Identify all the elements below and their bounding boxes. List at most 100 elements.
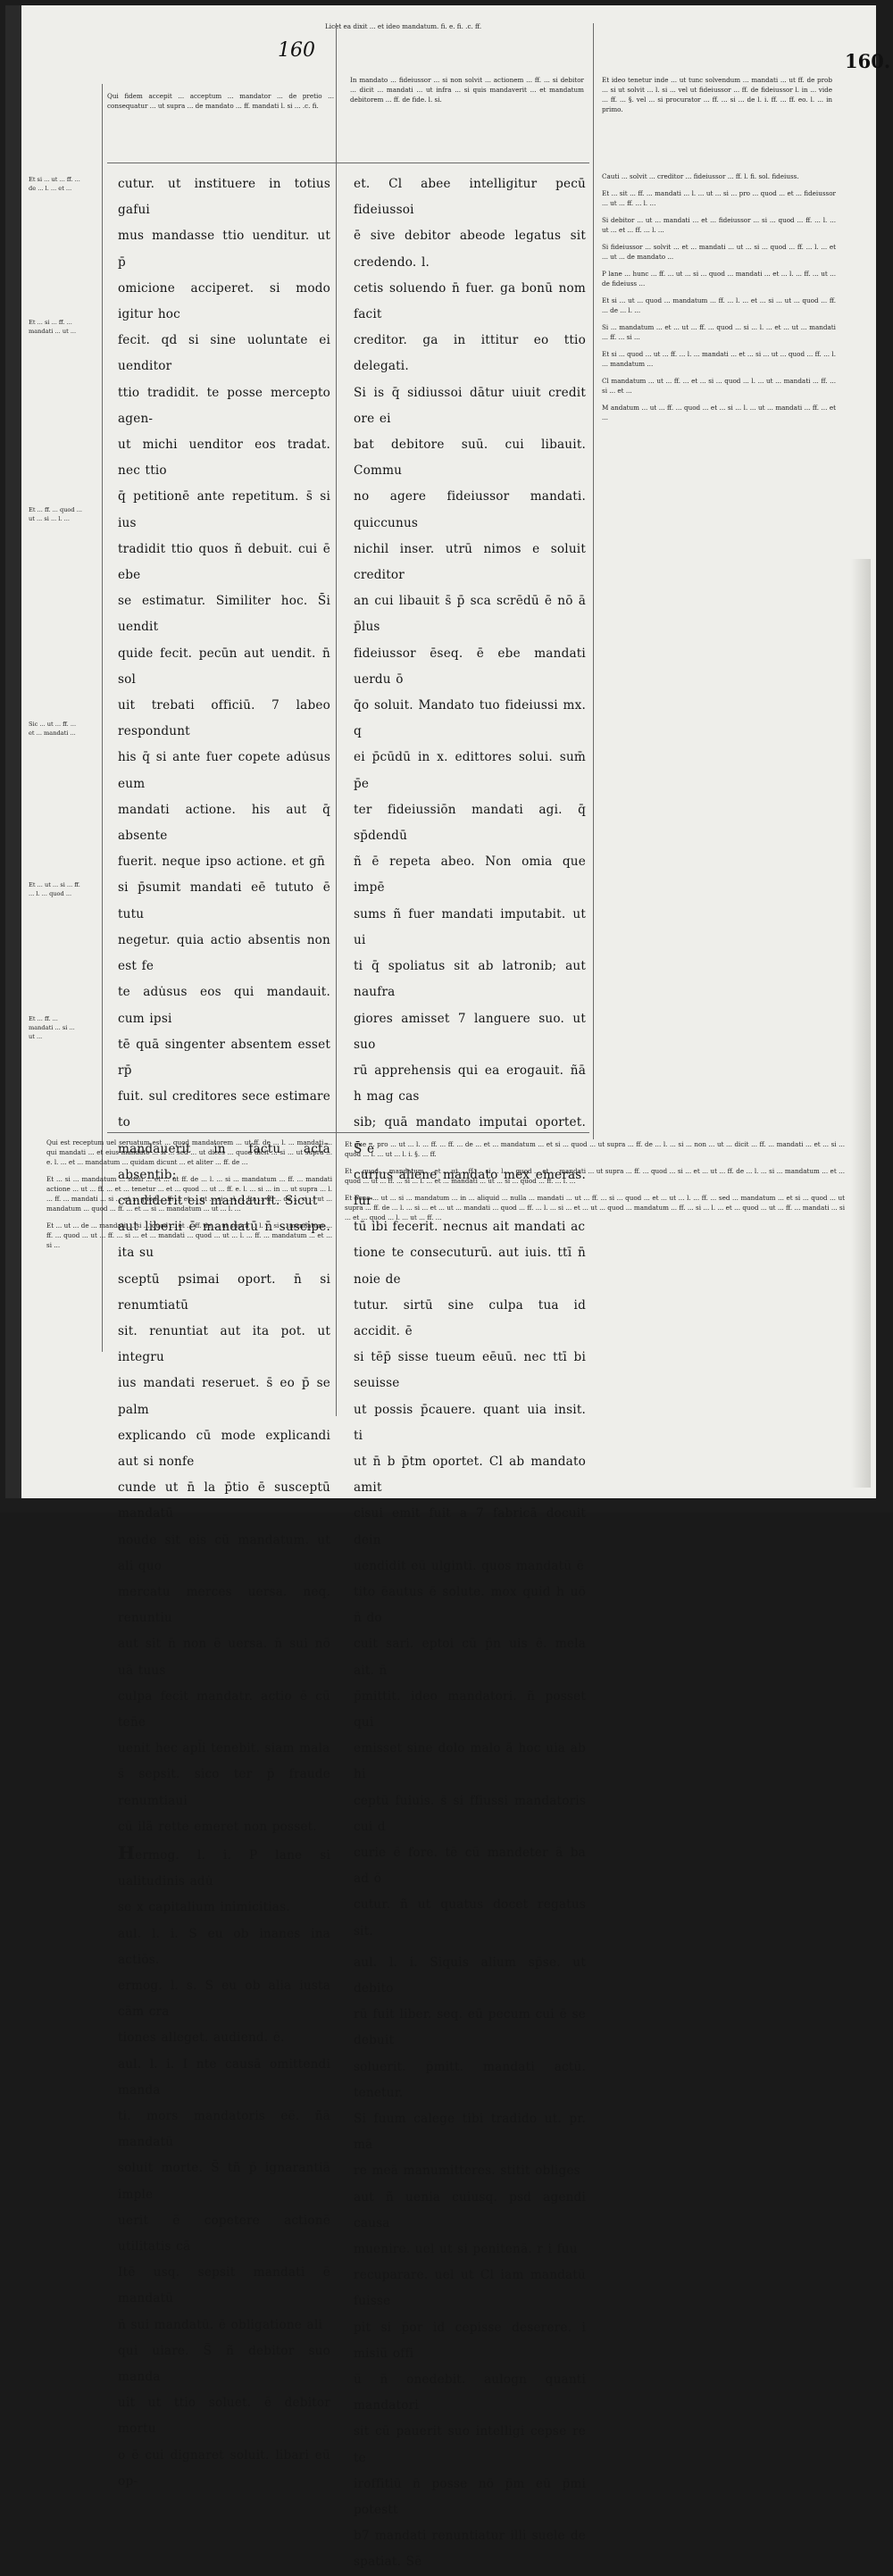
text-line: aut ñ uenia cuiusq. psd agendi causa bbox=[354, 2189, 586, 2230]
text-line: o ē cui dignaret soluit. libari eū op- bbox=[118, 2447, 330, 2488]
bottom-gloss-entry: Qui est receptum uel seruatum est ... qu… bbox=[46, 1138, 332, 1166]
text-line: q̄o soluit. Mandato tuo fideiussi mx. q bbox=[354, 698, 586, 739]
text-line: mandati actione. his aut q̄ absente bbox=[118, 802, 330, 844]
bottom-gloss-entry: Et bona ... ut ... si ... mandatum ... i… bbox=[345, 1194, 845, 1221]
text-line: his q̄ si ante fuer copete adu̇sus eum bbox=[118, 750, 330, 791]
text-line: iroffitiū n̄ posse nō p̄m eū p̄mi potest… bbox=[354, 2476, 586, 2518]
rubric-lines: se x capitalium inimicitias.aul. l. i. S… bbox=[118, 1895, 330, 2051]
left-margin-note: Et ... ut ... si ... ff. ... l. ... quod… bbox=[29, 881, 80, 897]
text-line: sib; quā mandato imputai oportet. S̄ ē bbox=[354, 1115, 586, 1156]
side-gloss-entry: Et si ... quod ... ut ... ff. ... l. ...… bbox=[602, 350, 836, 368]
bottom-gloss-entry: Et ... si ... mandatum ... solui ... et … bbox=[46, 1175, 332, 1213]
text-line: omicione acciperet. si modo igitur hoc bbox=[118, 280, 330, 322]
side-gloss-entry: Et si ... ut ... quod ... mandatum ... f… bbox=[602, 296, 836, 314]
top-gloss-col-b: In mandato ... fideiussor ... si non sol… bbox=[350, 76, 584, 104]
text-line: candiderit eis mandaurit. Sicut bbox=[118, 1193, 318, 1208]
text-line: cisui emit fuit a 7 fabricā docuit dein bbox=[354, 1506, 586, 1547]
text-line: ter fideiussiōn mandati agi. q̄ sp̄dendū bbox=[354, 802, 586, 844]
text-line: ut n̄ b p̄tm oportet. Cl ab mandato amit bbox=[354, 1454, 586, 1496]
text-line: tē quā singenter absentem esset rp̄ bbox=[118, 1037, 330, 1078]
text-line: Si fuum calege tibi tradido ut. pr. mā bbox=[354, 2112, 586, 2153]
manuscript-page-scan: 160 160. Licet ea dixit ... et ideo mand… bbox=[5, 5, 891, 1498]
text-line: fuit. sul creditores sece estimare to bbox=[118, 1089, 330, 1130]
text-line: curie ē fore. tē cū mandeter ā ba ad ō bbox=[354, 1846, 586, 1887]
text-line: rū apprehensis qui ea erogauit. ñā h mag… bbox=[354, 1063, 586, 1105]
text-bottom-rule bbox=[107, 1132, 589, 1133]
side-gloss-entry: Cl mandatum ... ut ... ff. ... et ... si… bbox=[602, 377, 836, 395]
text-line: si p̄sumit mandati eē tututo ē tutu bbox=[118, 880, 330, 921]
top-gloss-col-a: Qui fidem accepit ... acceptum ... manda… bbox=[107, 92, 334, 110]
left-margin-note: Sic ... ut ... ff. ... et ... mandati ..… bbox=[29, 721, 77, 737]
text-line: si tēp̄ sisse tueum eēuū. nec ttī bi seu… bbox=[354, 1350, 586, 1391]
text-line: uit trebati officiū. 7 labeo respondunt bbox=[118, 698, 330, 739]
text-line: negetur. quia actio absentis non est fe bbox=[118, 932, 330, 974]
page-edge-shadow bbox=[851, 559, 871, 1488]
text-line: creditor. ga in ittitur eo ttio delegati… bbox=[354, 333, 586, 374]
text-line: cutur. ñ ut quatus docet regatus sit. bbox=[354, 1897, 586, 1938]
text-line: bat debitore suū. cui libauit. Commu bbox=[354, 438, 586, 479]
side-gloss-entry: P lane ... hunc ... ff. ... ut ... si ..… bbox=[602, 270, 836, 288]
text-line: sit cū pauerit suo intelligi cepse re te bbox=[354, 2424, 586, 2465]
text-column-b-lines: et. Cl abee intelligitur pecū fideiussoi… bbox=[354, 171, 586, 1945]
text-line: cuit sari. eptoi cū p̄n uis ē. mela ait.… bbox=[354, 1637, 586, 1678]
text-line: p̄mittit. ideo mandatori. ñ posset qui bbox=[354, 1688, 586, 1730]
text-line: explicando cū mode explicandi aut si non… bbox=[118, 1428, 330, 1469]
text-line: soluerit. p̄mitt. mandati actū. tenetur. bbox=[354, 2059, 586, 2100]
left-margin-note: Et si ... ut ... ff. ... de ... l. ... e… bbox=[29, 176, 80, 192]
text-line: ē sive debitor abeode legatus sit creden… bbox=[354, 229, 586, 270]
text-line: ti. mors mandatoris eē. ñā mandatū bbox=[118, 2109, 330, 2150]
text-line: giores amisset 7 languere suo. ut suo bbox=[354, 1011, 586, 1052]
text-line: uit ut ttio soluet. ē debitor mortu bbox=[118, 2396, 330, 2437]
side-gloss-column: Cauti ... solvit ... creditor ... fideiu… bbox=[602, 171, 836, 1127]
text-line: n̄ sui mandatū. ē obligatione ali bbox=[118, 2317, 322, 2332]
text-line: ut michi uenditor eos tradat. nec ttio bbox=[118, 438, 330, 479]
text-line: uenit hec apl̄i tenebit. siam mala bbox=[118, 1741, 330, 1756]
text-line: noude sit eis cū mandatum. ut ali quo bbox=[118, 1532, 330, 1573]
text-line: fecit. qd si sine uoluntate ei uenditor bbox=[118, 333, 330, 374]
text-line: mandauerit in factu actā absentib; bbox=[118, 1141, 330, 1182]
text-line: mercatu merces uersa. neq. renuntiu bbox=[118, 1584, 330, 1626]
text-line: ū n̄ onedebit. aulogn quanti mandatori bbox=[354, 2372, 586, 2413]
text-line: fideiussor ēseq. ē ebe mandati uerdu ō bbox=[354, 646, 586, 687]
text-line: tito ēautus ē solute. mox quid h uō n̄ d… bbox=[354, 1584, 586, 1626]
left-margin-note: Et ... si ... ff. ... mandati ... ut ... bbox=[29, 319, 77, 335]
side-gloss-entry: Et ... sit ... ff. ... mandati ... l. ..… bbox=[602, 189, 836, 207]
text-line: uendidit eū ulgintī. quos mandatū ē bbox=[354, 1558, 584, 1573]
text-line: se estimatur. Similiter hoc. S̄i uendit bbox=[118, 594, 330, 635]
text-line: culpa fecit mandatr. actio ē cū ten̄e bbox=[118, 1688, 330, 1730]
rubric-line: ermog. l. s. S eu ob alia iusta cām cra bbox=[118, 1979, 330, 2020]
text-line: ius mandati reseruet. s̄ eo p̄ se palm bbox=[118, 1376, 330, 1417]
column-rule-b-right bbox=[593, 23, 594, 1139]
column-rule-a-right bbox=[336, 23, 337, 1416]
top-gloss-header: Licet ea dixit ... et ideo mandatum. fi.… bbox=[325, 22, 482, 30]
column-rule-a-left bbox=[102, 84, 103, 1352]
text-line: quide fecit. pecūn aut uendit. n̄ sol bbox=[118, 646, 330, 687]
rubric-line: tiones alleget. audiend. ē. bbox=[118, 2030, 285, 2046]
text-line: uerit ē copetere actionē utilitatis cā bbox=[118, 2213, 330, 2255]
text-line: cū ilā rette emeret non posset. bbox=[118, 1819, 317, 1834]
text-line: ut possis p̄cauere. quant uia insit. ti bbox=[354, 1402, 586, 1443]
text-line: curius aliene mandato mex emeras. fur bbox=[354, 1167, 586, 1208]
bottom-gloss-entry: Et ... quod ... mandatum ... et ... ut .… bbox=[345, 1167, 845, 1185]
bottom-gloss-col-a: Qui est receptum uel seruatum est ... qu… bbox=[46, 1138, 332, 1477]
text-line: qui uiare. S̄ ñ debitor suo manda bbox=[118, 2343, 330, 2385]
paulus-section-b: aul. l. i. Siquis alium sp̄se. ut debito… bbox=[354, 1950, 586, 2576]
text-line: Si is q̄ sidiussoi dātur uiuit credit or… bbox=[354, 385, 586, 426]
text-line: cetis soluendo n̄ fuer. ga bonū nom faci… bbox=[354, 280, 586, 322]
text-line: ti q̄ spoliatus sit ab latronib; aut nau… bbox=[354, 959, 586, 1000]
text-line: muenire. uel ut si penitenā. r i fuu bbox=[354, 2242, 578, 2257]
text-line: sit. renuntiat aut ita pot. ut integru bbox=[118, 1323, 330, 1365]
top-gloss-col-c: Et ideo tenetur inde ... ut tunc solvend… bbox=[602, 76, 832, 113]
bottom-gloss-entry: Et ... ut ... de ... mandati ... si ... … bbox=[46, 1221, 332, 1249]
side-gloss-entry: Si ... mandatum ... et ... ut ... ff. ..… bbox=[602, 323, 836, 341]
text-line: recuparare. uel ut Cl iam mandatū fuisse bbox=[354, 2268, 586, 2309]
text-line: aut liberii ē mandatū n̄ suscipe. ita su bbox=[118, 1220, 330, 1261]
side-gloss-entry: Cauti ... solvit ... creditor ... fideiu… bbox=[602, 172, 799, 180]
bottom-gloss-col-bc: Et que ... pro ... ut ... l. ... ff. ...… bbox=[345, 1139, 845, 1479]
text-line: cunde ut n̄ la p̄tio ē susceptū mandatū bbox=[118, 1480, 330, 1521]
text-line: soluit morte. S̄ tñ p̄ ignarantiā imple bbox=[118, 2161, 330, 2202]
side-gloss-entry: M andatum ... ut ... ff. ... quod ... et… bbox=[602, 404, 836, 421]
folio-number-right: 160. bbox=[845, 50, 891, 72]
